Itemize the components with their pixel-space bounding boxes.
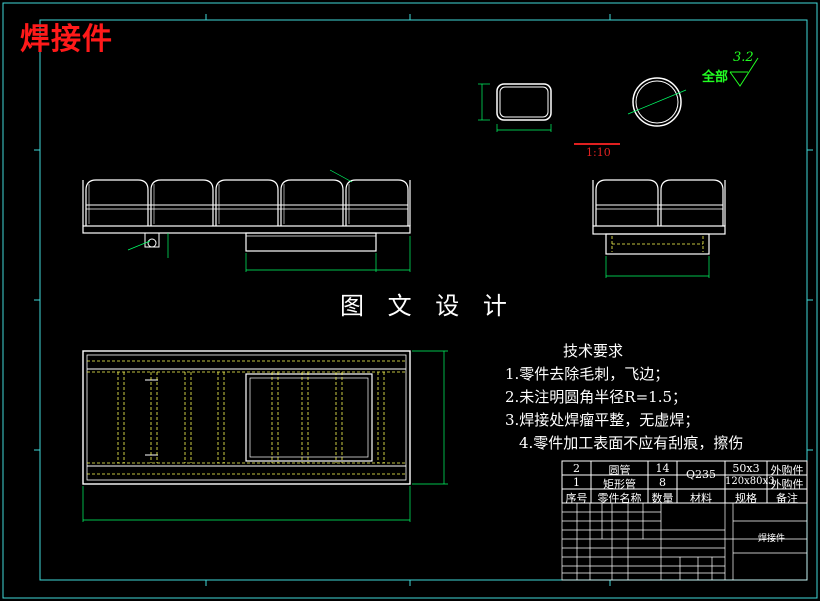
tech-requirement-item: 4.零件加工表面不应有刮痕，擦伤 <box>519 434 744 452</box>
drawing-title: 焊接件 <box>20 22 113 57</box>
front-view-dimensions <box>127 169 411 272</box>
bom-row-2-spec: 50x3 <box>732 462 760 475</box>
top-view-hidden <box>87 360 406 475</box>
front-view <box>82 179 411 252</box>
side-view <box>592 179 726 255</box>
bom-header-spec: 规格 <box>735 492 757 505</box>
bom-grid <box>561 460 808 504</box>
bom-row-2-note: 外购件 <box>770 464 804 477</box>
top-view-dimensions <box>82 350 448 522</box>
bom-row-1-spec: 120x80x3 <box>725 476 775 487</box>
tech-requirement-item: 1.零件去除毛刺，飞边； <box>505 365 670 383</box>
tech-requirement-item: 2.未注明圆角半径R=1.5； <box>505 388 688 406</box>
bom-row-1-qty: 8 <box>659 476 666 489</box>
bom-header-material: 材料 <box>690 492 712 505</box>
bom-material: Q235 <box>685 468 716 481</box>
rect-tube-section <box>478 83 552 132</box>
title-block-grid <box>561 502 808 581</box>
side-view-dimensions <box>605 256 710 278</box>
bom-row-1-no: 1 <box>573 476 580 489</box>
scale-label: 1:10 <box>586 146 611 159</box>
round-tube-section <box>627 77 687 127</box>
side-view-hidden <box>611 236 704 252</box>
tech-requirements: 技术要求 1.零件去除毛刺，飞边； 2.未注明圆角半径R=1.5； 3.焊接处焊… <box>505 340 743 455</box>
title-block-part-name: 焊接件 <box>758 534 786 544</box>
bom-header-qty: 数量 <box>651 492 674 505</box>
bom-row-2-no: 2 <box>573 462 580 475</box>
bom-row-2-name: 圆管 <box>608 464 631 477</box>
roughness-symbol <box>729 57 759 87</box>
bom-row-1-name: 矩形管 <box>603 478 636 491</box>
tech-requirement-item: 3.焊接处焊瘤平整，无虚焊； <box>505 411 700 429</box>
bom-header-no: 序号 <box>565 492 588 505</box>
roughness-label: 全部 <box>702 70 729 85</box>
bom-header-name: 零件名称 <box>597 492 642 505</box>
roughness-value: 3.2 <box>733 50 754 65</box>
bom-header-note: 备注 <box>776 492 798 505</box>
bom-row-1-note: 外购件 <box>770 478 804 491</box>
tech-requirements-heading: 技术要求 <box>563 342 624 360</box>
zone-ticks <box>34 14 813 586</box>
section-title: 图 文 设 计 <box>340 292 515 320</box>
top-view <box>82 350 411 485</box>
bom-row-2-qty: 14 <box>655 462 670 475</box>
